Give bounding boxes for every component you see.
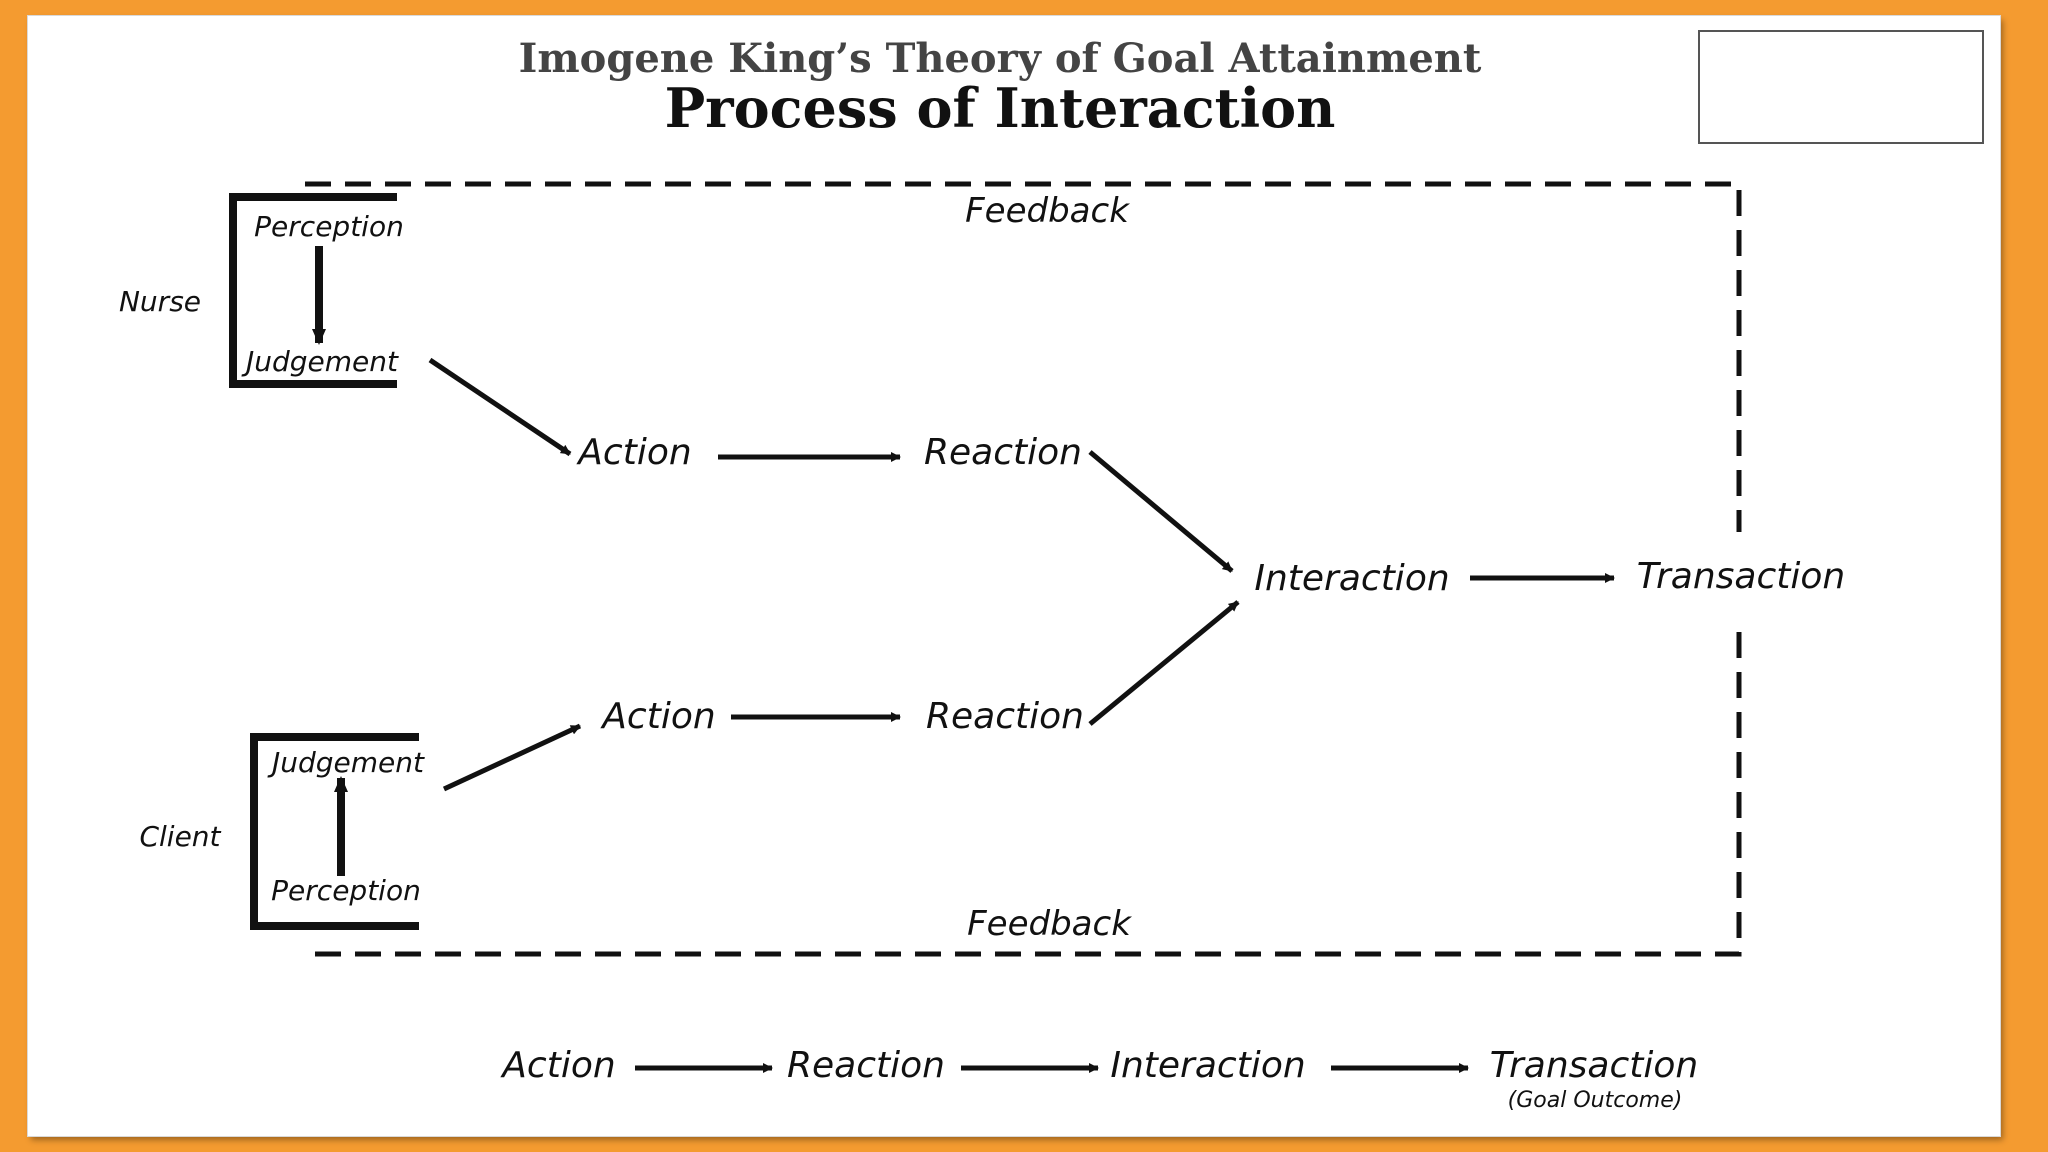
title-line-2: Process of Interaction	[665, 76, 1336, 140]
feedback-label-top: Feedback	[965, 191, 1130, 231]
summary-step-action: Action	[500, 1045, 615, 1086]
slide-canvas	[28, 16, 2000, 1136]
client-bracket	[250, 733, 419, 930]
client-judgement-to-action-arrow	[442, 723, 582, 792]
client-reaction-to-interaction-arrow	[1088, 600, 1240, 726]
placeholder-box	[1698, 30, 1984, 144]
nurse-reaction: Reaction	[924, 432, 1082, 473]
summary-step-interaction: Interaction	[1110, 1045, 1305, 1086]
summary-goal-outcome-note: (Goal Outcome)	[1508, 1088, 1683, 1113]
transaction-node: Transaction	[1637, 556, 1845, 597]
client-action: Action	[600, 696, 715, 737]
nurse-perception: Perception	[254, 210, 404, 243]
nurse-label: Nurse	[119, 285, 201, 318]
nurse-judgement: Judgement	[241, 345, 399, 378]
nurse-judgement-to-action-arrow	[428, 357, 572, 457]
client-perception: Perception	[271, 874, 421, 907]
summary-step-reaction: Reaction	[787, 1045, 945, 1086]
summary-step-transaction: Transaction	[1490, 1045, 1698, 1086]
feedback-loop-bottom	[305, 632, 1742, 957]
client-judgement: Judgement	[267, 746, 425, 779]
nurse-bracket	[229, 193, 397, 388]
interaction-node: Interaction	[1254, 558, 1449, 599]
nurse-action: Action	[576, 432, 691, 473]
title-line-1: Imogene King’s Theory of Goal Attainment	[519, 35, 1482, 82]
nurse-reaction-to-interaction-arrow	[1088, 450, 1234, 573]
feedback-loop-top	[305, 181, 1742, 532]
client-reaction: Reaction	[926, 696, 1084, 737]
client-label: Client	[139, 820, 221, 853]
feedback-label-bottom: Feedback	[967, 904, 1132, 944]
